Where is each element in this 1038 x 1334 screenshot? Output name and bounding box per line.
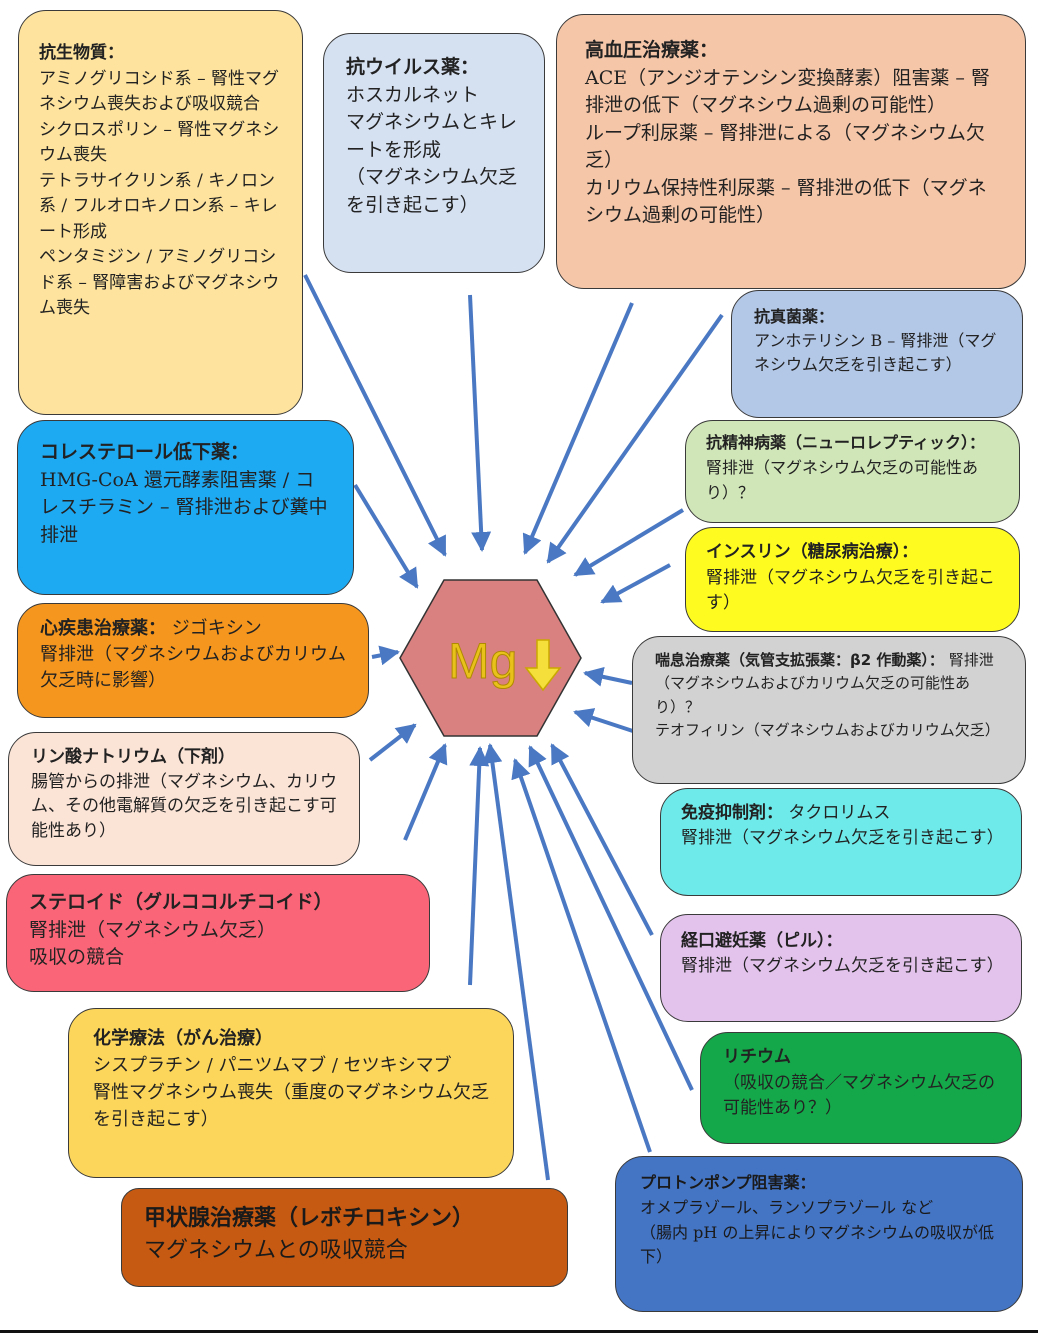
box-line: ペンタミジン / アミノグリコシド系 – 腎障害およびマグネシウム喪失 xyxy=(39,247,280,318)
box-title: 抗真菌薬： xyxy=(754,307,835,326)
box-title: リン酸ナトリウム（下剤） xyxy=(31,747,235,767)
arrow-antibiotics xyxy=(303,274,447,557)
box-insulin: インスリン（糖尿病治療）： 腎排泄（マグネシウム欠乏を引き起こす） xyxy=(685,527,1020,632)
box-line: オメプラゾール、ランソプラゾール など xyxy=(640,1197,934,1217)
box-line: テオフィリン（マグネシウムおよびカリウム欠乏） xyxy=(655,720,1000,739)
box-line: ACE（アンジオテンシン変換酵素）阻害薬 – 腎排泄の低下（マグネシウム過剰の可… xyxy=(585,66,990,117)
box-line: 腎排泄（マグネシウム欠乏を引き起こす） xyxy=(706,567,995,614)
box-line: テトラサイクリン系 / キノロン系 / フルオロキノロン系 – キレート形成 xyxy=(39,170,278,242)
box-antihypertensive: 高血圧治療薬： ACE（アンジオテンシン変換酵素）阻害薬 – 腎排泄の低下（マグ… xyxy=(556,14,1026,289)
box-line: タクロリムス xyxy=(788,803,891,823)
box-title: 高血圧治療薬： xyxy=(585,39,719,61)
arrow-chemotherapy xyxy=(468,746,490,986)
box-sodium-phosphate: リン酸ナトリウム（下剤） 腸管からの排泄（マグネシウム、カリウム、その他電解質の… xyxy=(8,732,360,866)
box-title: 心疾患治療薬： xyxy=(40,618,166,639)
box-immunosuppressant: 免疫抑制剤： タクロリムス 腎排泄（マグネシウム欠乏を引き起こす） xyxy=(660,788,1022,896)
box-asthma: 喘息治療薬（気管支拡張薬：β2 作動薬）： 腎排泄（マグネシウムおよびカリウム欠… xyxy=(632,636,1026,784)
box-line: 腎排泄（マグネシウムおよびカリウム欠乏時に影響） xyxy=(40,644,346,692)
arrow-lithium xyxy=(528,745,694,1091)
box-title: インスリン（糖尿病治療）： xyxy=(706,542,919,562)
box-line: マグネシウムとキレートを形成 xyxy=(346,111,518,161)
box-title: 抗精神病薬（ニューロレプティック）： xyxy=(706,433,986,452)
box-line: ジゴキシン xyxy=(171,618,262,639)
box-title: コレステロール低下薬： xyxy=(40,441,250,463)
box-title: 甲状腺治療薬（レボチロキシン） xyxy=(144,1206,475,1231)
box-line: 腎排泄（マグネシウム欠乏を引き起こす） xyxy=(681,955,1004,976)
box-title: 喘息治療薬（気管支拡張薬：β2 作動薬）： xyxy=(655,651,944,669)
box-title: 免疫抑制剤： xyxy=(681,803,783,823)
box-cholesterol: コレステロール低下薬： HMG-CoA 還元酵素阻害薬 / コレスチラミン – … xyxy=(17,420,354,595)
box-line: 腎排泄（マグネシウム欠乏） xyxy=(29,918,277,941)
arrow-contraceptive xyxy=(550,743,654,936)
box-title: 化学療法（がん治療） xyxy=(93,1028,273,1049)
box-line: カリウム保持性利尿薬 – 腎排泄の低下（マグネシウム過剰の可能性） xyxy=(585,176,987,227)
box-line: ループ利尿薬 – 腎排泄による（マグネシウム欠乏） xyxy=(585,121,985,172)
box-title: 抗生物質： xyxy=(39,43,124,63)
box-line: （腸内 pH の上昇によりマグネシウムの吸収が低下） xyxy=(640,1222,995,1267)
box-line: 腸管からの排泄（マグネシウム、カリウム、その他電解質の欠乏を引き起こす可能性あり… xyxy=(31,771,337,841)
arrow-steroid xyxy=(403,743,448,841)
arrow-ppi xyxy=(511,758,652,1153)
box-line: シクロスポリン – 腎性マグネシウム喪失 xyxy=(39,119,280,166)
box-line: 腎排泄（マグネシウム欠乏を引き起こす） xyxy=(681,827,1004,848)
box-line: （吸収の競合／マグネシウム欠乏の可能性あり？） xyxy=(723,1072,995,1119)
arrow-sodium-phosphate xyxy=(368,723,417,762)
arrow-antiviral xyxy=(468,294,492,552)
arrow-heart xyxy=(371,645,400,666)
box-antifungal: 抗真菌薬： アンホテリシン B – 腎排泄（マグネシウム欠乏を引き起こす） xyxy=(731,290,1023,418)
box-title: 抗ウイルス薬： xyxy=(346,56,480,78)
box-steroid: ステロイド（グルココルチコイド） 腎排泄（マグネシウム欠乏） 吸収の競合 xyxy=(6,874,430,992)
arrow-antifungal xyxy=(546,313,724,564)
box-antipsychotic: 抗精神病薬（ニューロレプティック）： 腎排泄（マグネシウム欠乏の可能性あり）？ xyxy=(685,420,1020,523)
box-title: リチウム xyxy=(723,1047,791,1067)
arrow-asthma xyxy=(583,666,633,687)
arrow-thyroid xyxy=(482,743,550,1181)
arrow-cholesterol xyxy=(353,483,419,589)
box-line: 腎性マグネシウム喪失（重度のマグネシウム欠乏を引き起こす） xyxy=(93,1082,489,1130)
box-line: アンホテリシン B – 腎排泄（マグネシウム欠乏を引き起こす） xyxy=(754,331,997,374)
hexagon-shape xyxy=(399,579,582,737)
down-arrow-icon xyxy=(524,639,562,692)
box-line: ホスカルネット xyxy=(346,83,480,106)
arrow-antihypertensive xyxy=(522,302,634,555)
box-heart: 心疾患治療薬： ジゴキシン 腎排泄（マグネシウムおよびカリウム欠乏時に影響） xyxy=(17,603,369,718)
bottom-rule xyxy=(0,1330,1038,1333)
arrow-antipsychotic xyxy=(573,508,685,577)
box-antiviral: 抗ウイルス薬： ホスカルネット マグネシウムとキレートを形成 （マグネシウム欠乏… xyxy=(323,33,545,273)
box-lithium: リチウム （吸収の競合／マグネシウム欠乏の可能性あり？） xyxy=(700,1032,1022,1144)
box-line: HMG-CoA 還元酵素阻害薬 / コレスチラミン – 腎排泄および糞中排泄 xyxy=(40,468,328,546)
box-line: 腎排泄（マグネシウムおよびカリウム欠乏の可能性あり）？ xyxy=(655,651,994,716)
box-thyroid: 甲状腺治療薬（レボチロキシン） マグネシウムとの吸収競合 xyxy=(121,1188,568,1287)
box-line: アミノグリコシド系 – 腎性マグネシウム喪失および吸収競合 xyxy=(39,68,279,115)
box-contraceptive: 経口避妊薬（ピル）： 腎排泄（マグネシウム欠乏を引き起こす） xyxy=(660,914,1022,1022)
box-title: ステロイド（グルココルチコイド） xyxy=(29,891,333,913)
box-line: マグネシウムとの吸収競合 xyxy=(144,1237,408,1263)
arrow-insulin xyxy=(600,563,671,604)
box-line: （マグネシウム欠乏を引き起こす） xyxy=(346,166,518,216)
box-title: 経口避妊薬（ピル）： xyxy=(681,931,843,951)
box-chemotherapy: 化学療法（がん治療） シスプラチン / パニツムマブ / セツキシマブ 腎性マグ… xyxy=(68,1008,514,1178)
box-line: 吸収の競合 xyxy=(29,946,125,969)
box-ppi: プロトンポンプ阻害薬： オメプラゾール、ランソプラゾール など （腸内 pH の… xyxy=(615,1156,1023,1312)
box-line: 腎排泄（マグネシウム欠乏の可能性あり）？ xyxy=(706,457,979,502)
box-antibiotics: 抗生物質： アミノグリコシド系 – 腎性マグネシウム喪失および吸収競合 シクロス… xyxy=(18,10,303,415)
mg-label: Mg xyxy=(448,633,517,689)
magnesium-hexagon: Mg xyxy=(399,579,582,737)
box-line: シスプラチン / パニツムマブ / セツキシマブ xyxy=(93,1055,452,1076)
box-title: プロトンポンプ阻害薬： xyxy=(640,1173,816,1192)
